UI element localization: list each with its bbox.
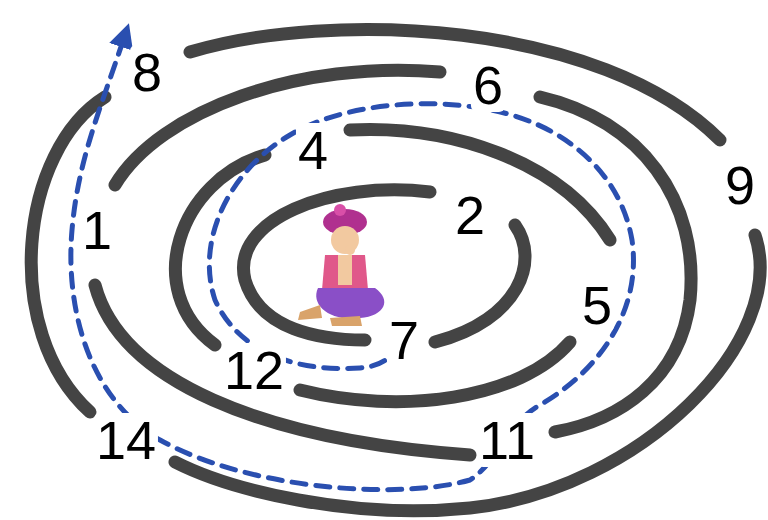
- solution-path: [71, 35, 634, 490]
- callout-number: 7: [387, 313, 421, 367]
- genie-figure: [298, 204, 384, 326]
- callout-number: 14: [94, 413, 158, 467]
- callout-number: 11: [477, 413, 537, 467]
- callout-number: 1: [80, 203, 114, 257]
- callout-number: 2: [453, 188, 487, 242]
- callout-number: 8: [130, 45, 164, 99]
- callout-number: 6: [471, 58, 505, 112]
- callout-number: 9: [723, 158, 757, 212]
- callout-number: 4: [296, 123, 330, 177]
- callout-number: 5: [580, 278, 614, 332]
- callout-number: 12: [222, 343, 286, 397]
- maze-walls: [31, 29, 760, 510]
